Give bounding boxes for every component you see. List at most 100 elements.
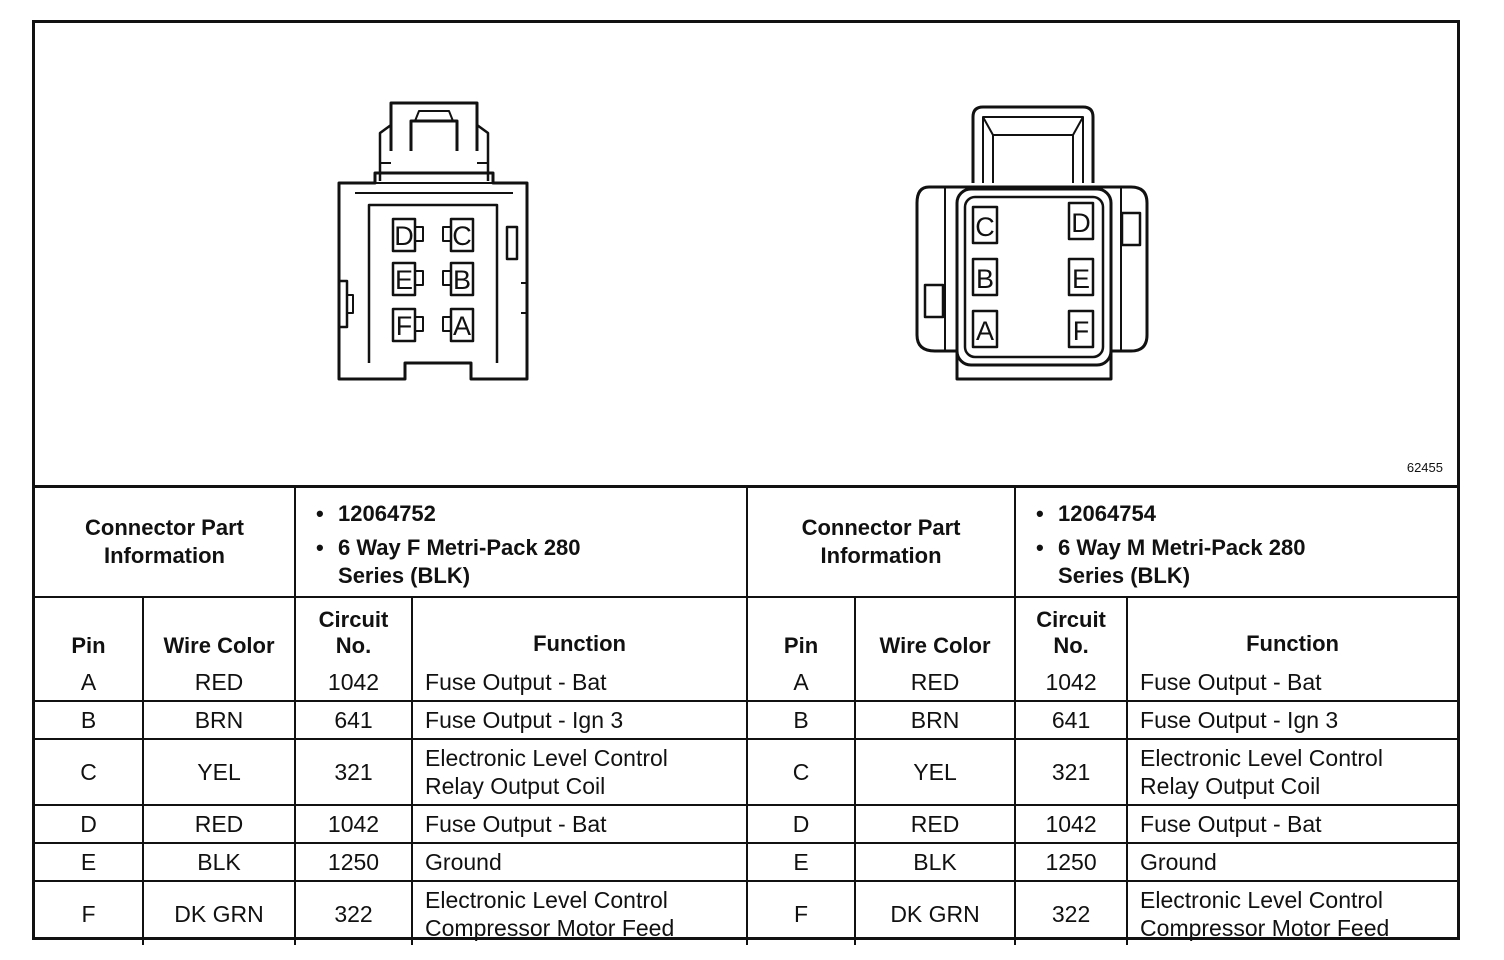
header-circuit-line: Circuit (318, 607, 389, 632)
function-line: Electronic Level Control (1140, 745, 1383, 771)
connector-drawing: D C E B F A (337, 101, 1149, 381)
female-connector-drawing (337, 101, 529, 381)
header-wire-color: Wire Color (141, 596, 297, 663)
pin-cell: E (35, 842, 144, 882)
connector-diagram-frame: D C E B F A (32, 20, 1460, 945)
circuit-cell: 322 (294, 880, 414, 945)
function-line: Fuse Output - Bat (1140, 811, 1322, 837)
wire-color-cell: YEL (854, 738, 1017, 806)
pin-cell: F (35, 880, 144, 945)
circuit-cell: 1042 (294, 804, 414, 844)
female-pin-label: A (453, 311, 471, 341)
wire-color-cell: BLK (854, 842, 1017, 882)
pin-cell: C (35, 738, 144, 806)
header-circuit-line: No. (1053, 633, 1089, 658)
wire-color-cell: RED (141, 804, 297, 844)
wire-color-cell: RED (854, 663, 1017, 702)
wire-color-cell: RED (141, 663, 297, 702)
wire-color-cell: BLK (141, 842, 297, 882)
part-number: 12064752 (316, 500, 734, 528)
pin-cell: E (746, 842, 857, 882)
info-label-line: Connector Part (85, 515, 244, 540)
circuit-cell: 321 (1014, 738, 1129, 806)
connector-info-label: Connector Part Information (35, 488, 297, 598)
circuit-cell: 641 (1014, 700, 1129, 740)
function-cell: Fuse Output - Ign 3 (1126, 700, 1458, 740)
header-circuit-line: No. (335, 633, 372, 658)
header-wire-color: Wire Color (854, 596, 1017, 663)
male-pin-label: F (1073, 316, 1090, 346)
wire-color-cell: DK GRN (141, 880, 297, 945)
description-line: Series (BLK) (1058, 563, 1191, 588)
pin-cell: B (746, 700, 857, 740)
female-pin-label: E (395, 265, 413, 295)
function-line: Compressor Motor Feed (1140, 914, 1390, 941)
function-line: Fuse Output - Bat (1140, 668, 1322, 695)
circuit-cell: 321 (294, 738, 414, 806)
connector-description: 6 Way F Metri-Pack 280 Series (BLK) (316, 534, 734, 590)
wire-color-cell: DK GRN (854, 880, 1017, 945)
circuit-cell: 1042 (1014, 804, 1129, 844)
info-label-line: Connector Part (801, 515, 961, 540)
connector-info-row: Connector Part Information 12064752 6 Wa… (35, 488, 1458, 598)
description-line: 6 Way M Metri-Pack 280 (1058, 535, 1306, 560)
header-circuit: Circuit No. (294, 596, 414, 663)
male-connector-drawing (915, 105, 1149, 381)
male-pin-label: B (976, 264, 994, 294)
connector-description: 6 Way M Metri-Pack 280 Series (BLK) (1036, 534, 1445, 590)
function-line: Relay Output Coil (1140, 773, 1321, 799)
function-line: Electronic Level Control (425, 886, 668, 913)
function-line: Fuse Output - Bat (425, 811, 607, 837)
pin-cell: A (35, 663, 144, 702)
part-number: 12064754 (1036, 500, 1445, 528)
header-circuit-line: Circuit (1036, 607, 1106, 632)
connector-pinout-table: Connector Part Information 12064752 6 Wa… (35, 488, 1458, 945)
male-pin-label: A (976, 316, 994, 346)
description-line: Series (BLK) (338, 563, 471, 588)
female-pin-label: C (452, 221, 472, 251)
function-line: Ground (425, 849, 502, 875)
function-line: Compressor Motor Feed (425, 914, 675, 941)
header-circuit: Circuit No. (1014, 596, 1129, 663)
header-pin: Pin (746, 596, 857, 663)
function-line: Relay Output Coil (425, 773, 606, 799)
pin-cell: C (746, 738, 857, 806)
wire-color-cell: BRN (854, 700, 1017, 740)
function-cell: Ground (411, 842, 749, 882)
header-function: Function (411, 596, 749, 663)
function-cell: Fuse Output - Bat (411, 663, 749, 702)
function-cell: Fuse Output - Bat (1126, 663, 1458, 702)
circuit-cell: 322 (1014, 880, 1129, 945)
wire-color-cell: RED (854, 804, 1017, 844)
circuit-cell: 1042 (294, 663, 414, 702)
circuit-cell: 1250 (1014, 842, 1129, 882)
pin-cell: F (746, 880, 857, 945)
connector-drawing-area: D C E B F A (35, 23, 1457, 488)
connector-info-label: Connector Part Information (746, 488, 1017, 598)
wire-color-cell: BRN (141, 700, 297, 740)
pin-cell: A (746, 663, 857, 702)
female-pin-label: F (396, 311, 413, 341)
function-line: Electronic Level Control (425, 745, 668, 771)
info-label-line: Information (104, 543, 225, 568)
circuit-cell: 1250 (294, 842, 414, 882)
female-pin-label: D (394, 221, 414, 251)
function-cell: Fuse Output - Ign 3 (411, 700, 749, 740)
function-cell: Ground (1126, 842, 1458, 882)
connector-info-value: 12064754 6 Way M Metri-Pack 280 Series (… (1014, 488, 1458, 598)
column-header-row: Pin Wire Color Circuit No. Function Pin … (35, 596, 1458, 663)
function-line: Electronic Level Control (1140, 886, 1383, 913)
circuit-cell: 641 (294, 700, 414, 740)
connector-info-value: 12064752 6 Way F Metri-Pack 280 Series (… (294, 488, 749, 598)
function-line: Fuse Output - Ign 3 (425, 707, 624, 733)
